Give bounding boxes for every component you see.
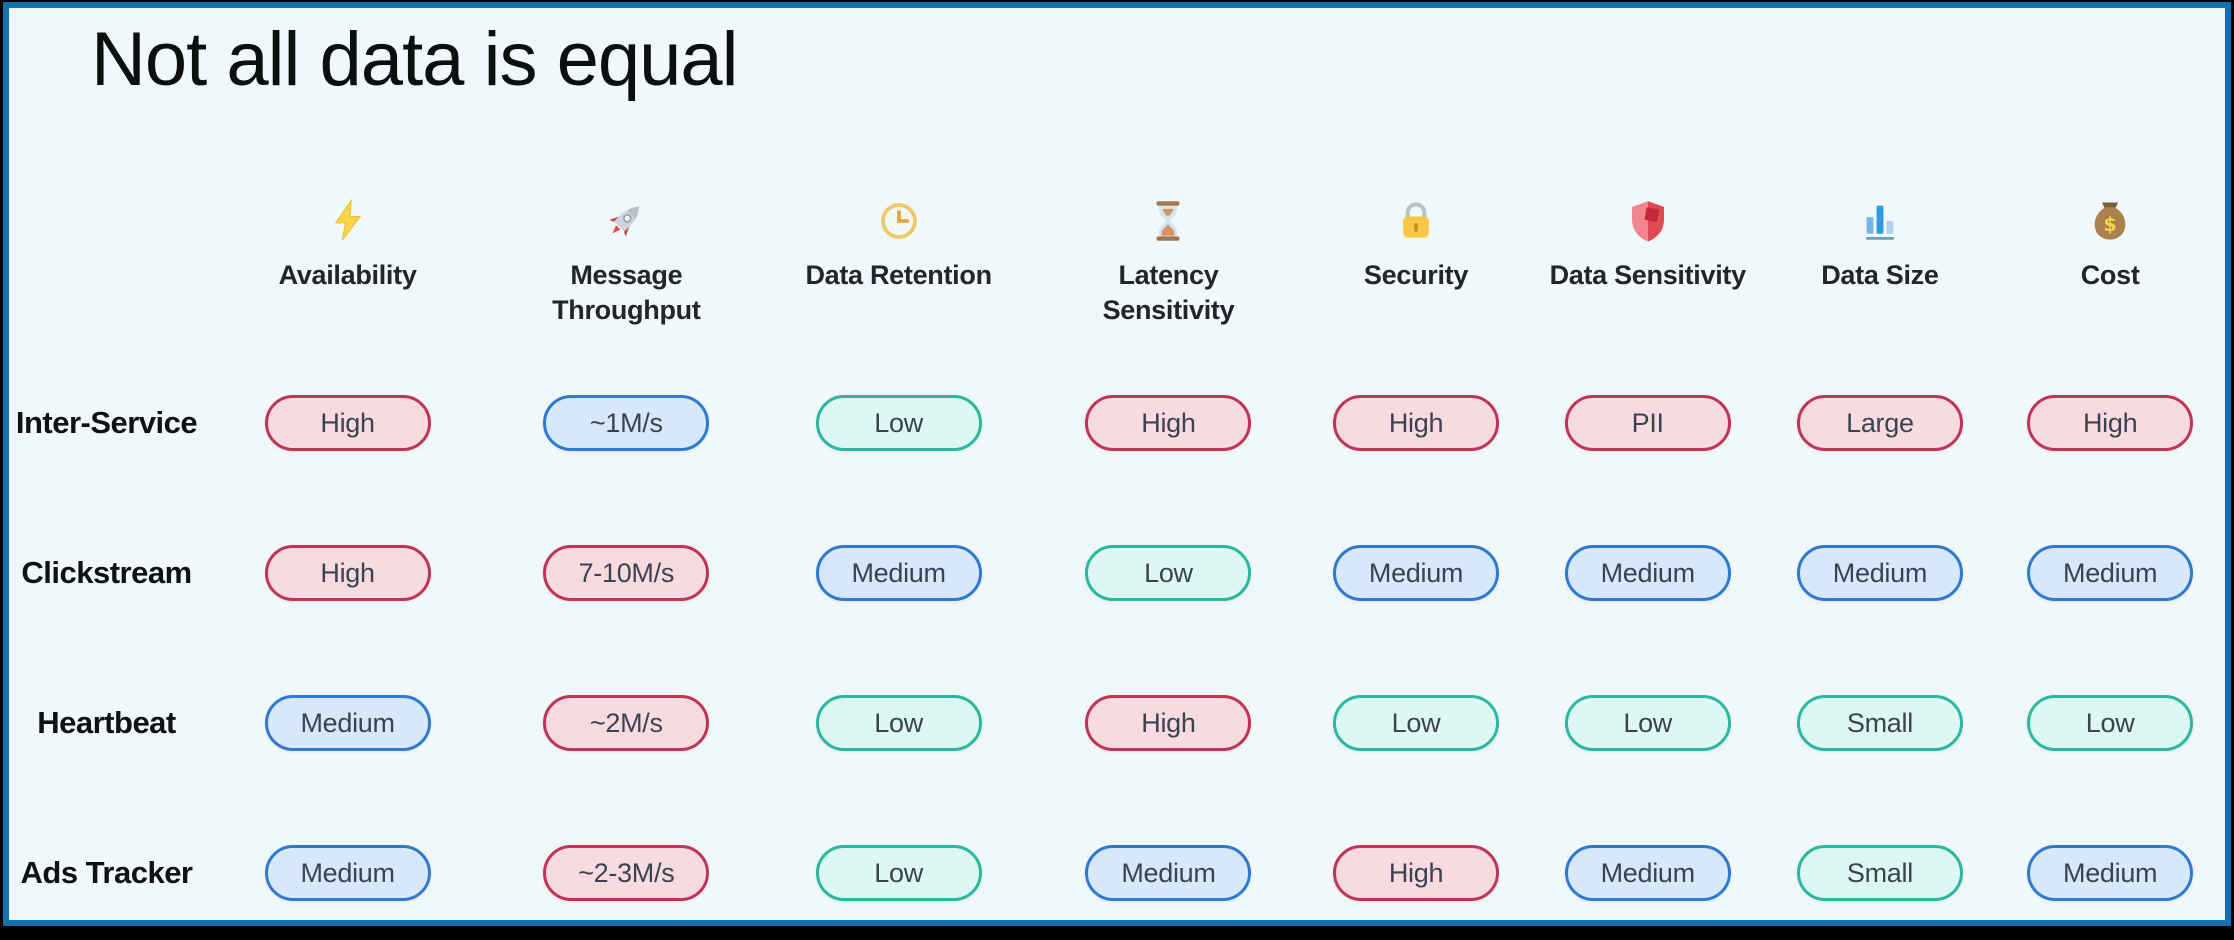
value-pill: Low [1564, 695, 1731, 751]
table-cell: Medium [1531, 845, 1765, 901]
table-cell: Medium [1531, 545, 1765, 601]
comparison-table: Availability [9, 148, 2225, 920]
table-cell: High [204, 545, 491, 601]
value-pill: High [1085, 695, 1252, 751]
bar-chart-icon [1857, 198, 1903, 244]
value-pill: High [264, 395, 431, 451]
value-pill: Large [1796, 395, 1963, 451]
table-cell: 7-10M/s [491, 545, 761, 601]
column-header-label: Data Size [1821, 260, 1939, 290]
money-bag-icon: $ [2087, 198, 2133, 244]
value-pill: Medium [1564, 545, 1731, 601]
value-pill: PII [1564, 395, 1731, 451]
table-cell: Low [761, 695, 1035, 751]
value-pill: Medium [1333, 545, 1499, 601]
table-cell: ~1M/s [491, 395, 761, 451]
value-pill: Medium [2027, 845, 2194, 901]
column-header-data-sensitivity: Data Sensitivity [1531, 148, 1765, 348]
column-header-cost: $ Cost [1995, 148, 2225, 348]
value-pill: ~2M/s [543, 695, 710, 751]
table-cell: High [204, 395, 491, 451]
table-cell: Medium [1995, 845, 2225, 901]
table-cell: Small [1765, 695, 1996, 751]
value-pill: Medium [1085, 845, 1252, 901]
column-header-label: Data Sensitivity [1549, 260, 1747, 290]
table-cell: Medium [204, 845, 491, 901]
value-pill: Low [815, 695, 982, 751]
value-pill: Medium [2027, 545, 2194, 601]
value-pill: Small [1796, 845, 1963, 901]
table-cell: Medium [1301, 545, 1531, 601]
column-header-label: Message Throughput [552, 260, 701, 326]
table-cell: PII [1531, 395, 1765, 451]
rocket-icon [603, 198, 649, 244]
table-cell: Medium [1036, 845, 1301, 901]
value-pill: Medium [264, 695, 431, 751]
value-pill: Low [2027, 695, 2194, 751]
column-header-label: Data Retention [805, 260, 992, 290]
value-pill: Low [1333, 695, 1499, 751]
row-label-clickstream: Clickstream [21, 555, 192, 590]
value-pill: ~1M/s [543, 395, 710, 451]
value-pill: Medium [815, 545, 982, 601]
value-pill: Low [1085, 545, 1252, 601]
row-label-heartbeat: Heartbeat [37, 705, 176, 740]
hourglass-icon [1145, 198, 1191, 244]
slide-title: Not all data is equal [91, 17, 739, 102]
column-header-latency-sensitivity: Latency Sensitivity [1036, 148, 1301, 348]
table-cell: ~2M/s [491, 695, 761, 751]
table-cell: High [1301, 845, 1531, 901]
table-cell: High [1995, 395, 2225, 451]
table-cell: Large [1765, 395, 1996, 451]
lightning-icon [325, 198, 371, 244]
shield-icon [1625, 198, 1671, 244]
value-pill: Medium [1796, 545, 1963, 601]
table-cell: ~2-3M/s [491, 845, 761, 901]
slide: Not all data is equal Availability [3, 2, 2231, 926]
table-cell: High [1036, 695, 1301, 751]
column-header-label: Security [1363, 260, 1469, 290]
table-corner [9, 148, 204, 348]
value-pill: High [264, 545, 431, 601]
column-header-availability: Availability [204, 148, 491, 348]
value-pill: ~2-3M/s [543, 845, 710, 901]
table-cell: Low [761, 845, 1035, 901]
value-pill: High [1085, 395, 1252, 451]
value-pill: Low [815, 845, 982, 901]
table-cell: Low [761, 395, 1035, 451]
value-pill: Low [815, 395, 982, 451]
column-header-data-retention: Data Retention [761, 148, 1035, 348]
value-pill: Medium [264, 845, 431, 901]
table-cell: Medium [761, 545, 1035, 601]
column-header-message-throughput: Message Throughput [491, 148, 761, 348]
table-cell: Low [1301, 695, 1531, 751]
clock-icon [876, 198, 922, 244]
table-cell: Low [1995, 695, 2225, 751]
column-header-label: Latency Sensitivity [1102, 260, 1235, 326]
table-cell: High [1301, 395, 1531, 451]
column-header-label: Availability [278, 260, 417, 290]
value-pill: 7-10M/s [543, 545, 710, 601]
table-cell: Medium [1765, 545, 1996, 601]
table-cell: Medium [1995, 545, 2225, 601]
column-header-security: Security [1301, 148, 1531, 348]
column-header-data-size: Data Size [1765, 148, 1996, 348]
row-label-ads-tracker: Ads Tracker [20, 855, 194, 890]
table-cell: Small [1765, 845, 1996, 901]
value-pill: Medium [1564, 845, 1731, 901]
lock-icon [1393, 198, 1439, 244]
svg-text:$: $ [2103, 213, 2116, 236]
table-cell: Medium [204, 695, 491, 751]
value-pill: High [2027, 395, 2194, 451]
column-header-label: Cost [2080, 260, 2140, 290]
table-cell: High [1036, 395, 1301, 451]
value-pill: High [1333, 395, 1499, 451]
table-cell: Low [1531, 695, 1765, 751]
value-pill: High [1333, 845, 1499, 901]
table-cell: Low [1036, 545, 1301, 601]
value-pill: Small [1796, 695, 1963, 751]
row-label-inter-service: Inter-Service [15, 405, 198, 440]
